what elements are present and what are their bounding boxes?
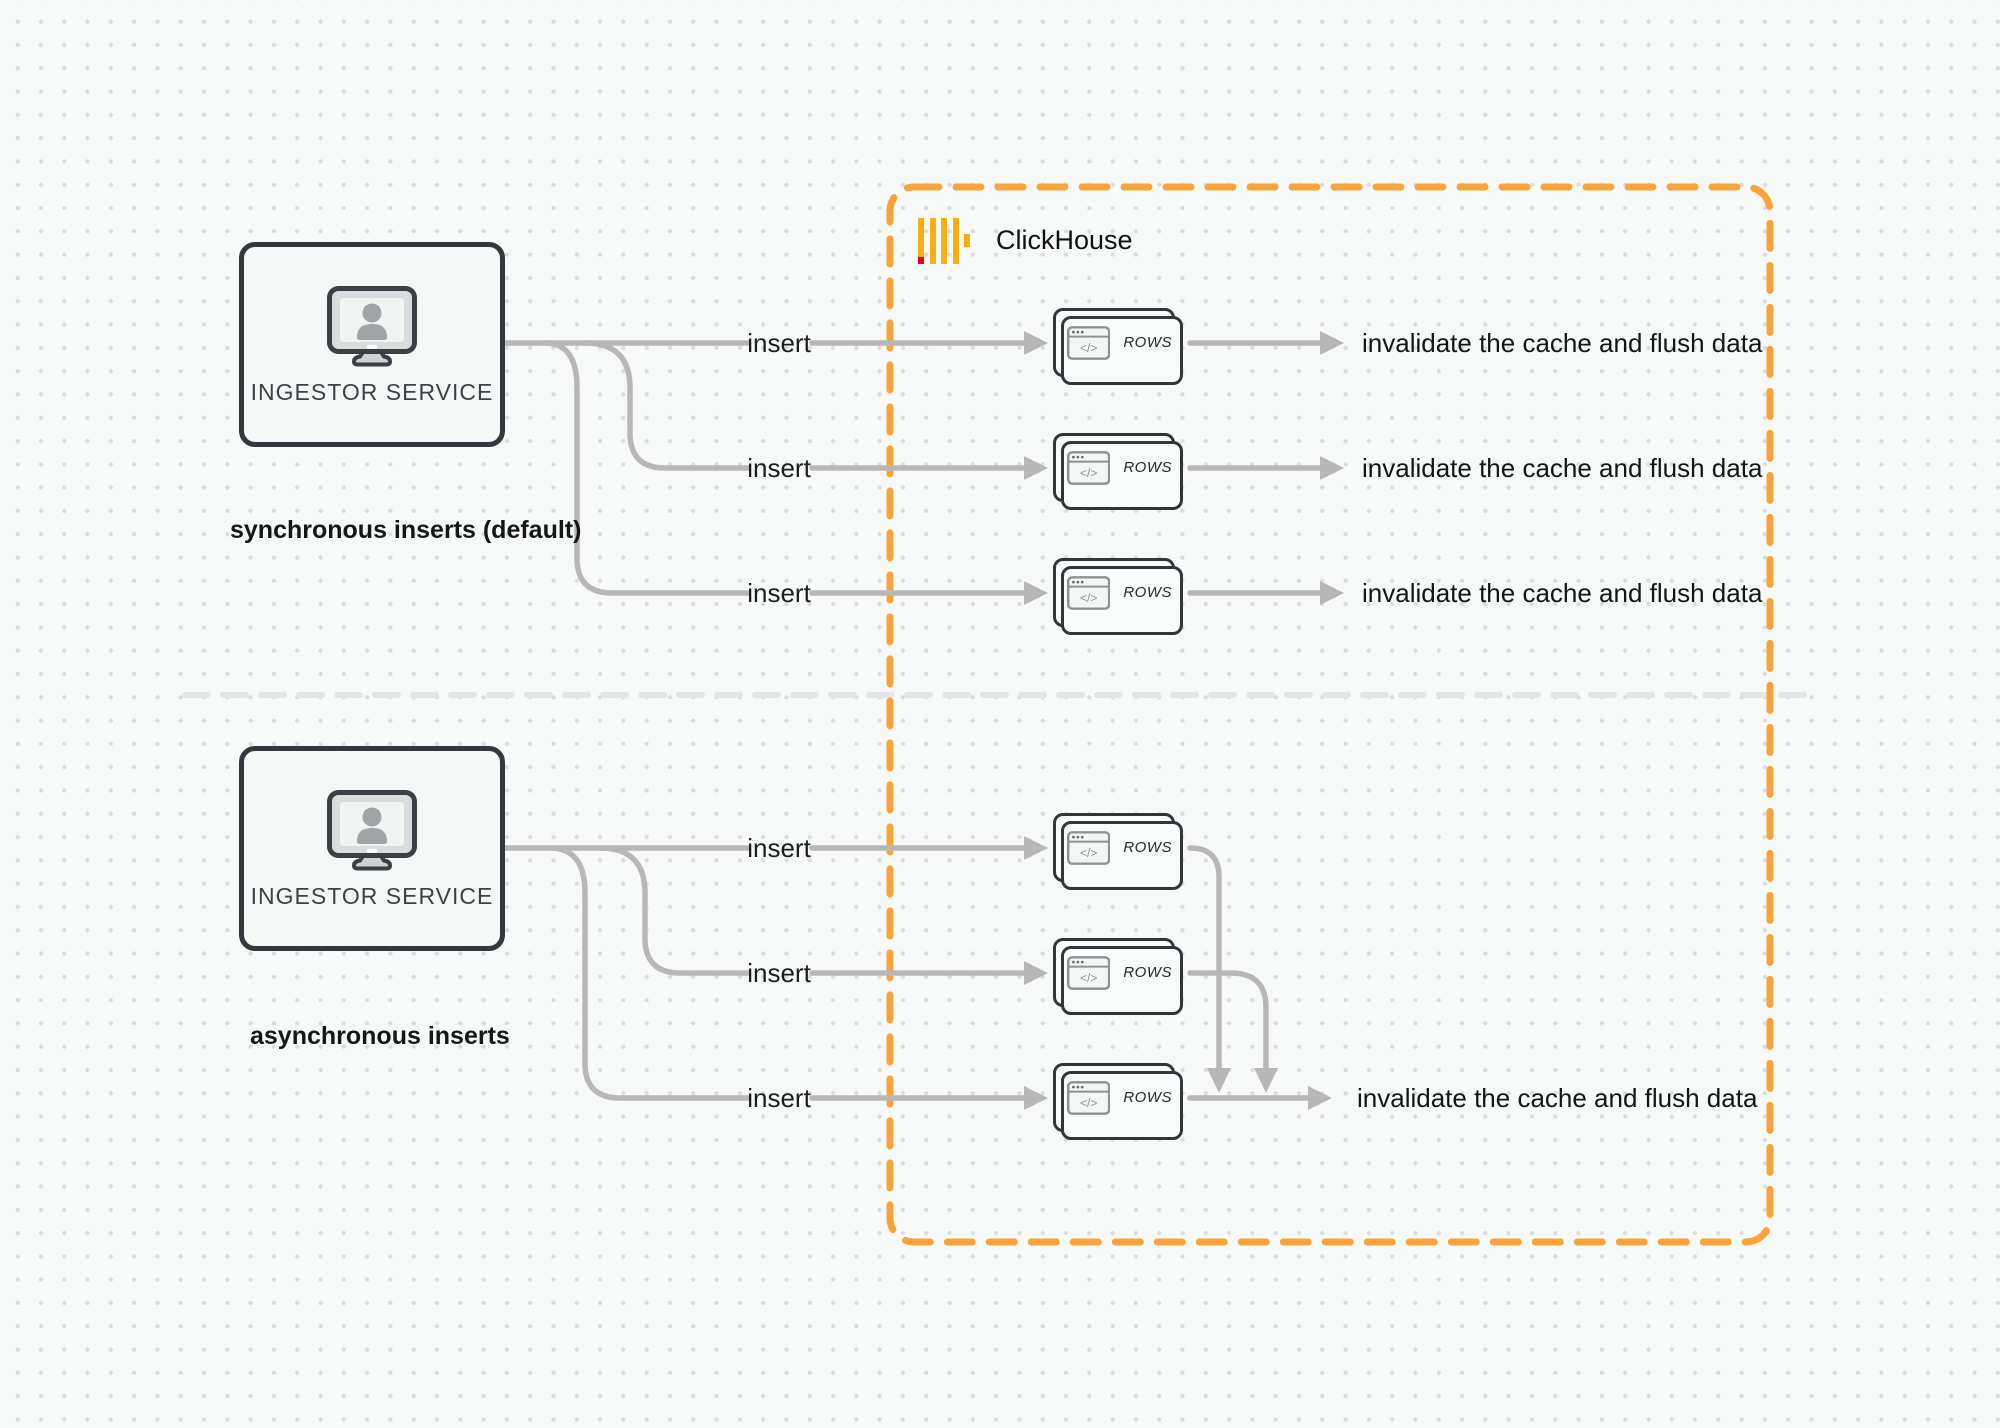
logo-bar bbox=[952, 217, 959, 264]
ingestor-service-box-async: INGESTOR SERVICE bbox=[239, 746, 505, 951]
arrowhead bbox=[1320, 456, 1344, 480]
arrowhead bbox=[1024, 961, 1048, 985]
service-box-label: INGESTOR SERVICE bbox=[250, 379, 494, 405]
arrowhead bbox=[1024, 1086, 1048, 1110]
result-label-sync-2: invalidate the cache and flush data bbox=[1362, 452, 1763, 483]
sync-section-caption: synchronous inserts (default) bbox=[230, 516, 582, 544]
logo-bar-short bbox=[964, 234, 970, 247]
rows-card-label: ROWS bbox=[1123, 459, 1172, 476]
code-window-icon: </> bbox=[1067, 1080, 1111, 1115]
result-label-async: invalidate the cache and flush data bbox=[1357, 1082, 1758, 1113]
code-window-icon: </> bbox=[1067, 955, 1111, 990]
rows-table-card-sync-2: </> ROWS bbox=[1053, 433, 1183, 510]
insert-label-async-1: insert bbox=[747, 833, 811, 863]
code-window-icon: </> bbox=[1067, 830, 1111, 865]
code-window-icon: </> bbox=[1067, 325, 1111, 360]
clickhouse-logo: ClickHouse bbox=[918, 217, 1133, 264]
rows-table-card-sync-3: </> ROWS bbox=[1053, 558, 1183, 635]
code-glyph: </> bbox=[1080, 970, 1097, 984]
code-window-icon: </> bbox=[1067, 575, 1111, 610]
async-line-row3 bbox=[547, 845, 751, 1101]
workstation-monitor-icon bbox=[327, 790, 417, 871]
rows-card-label: ROWS bbox=[1123, 1089, 1172, 1106]
insert-label-async-2: insert bbox=[747, 958, 811, 988]
rows-card-label: ROWS bbox=[1123, 584, 1172, 601]
code-glyph: </> bbox=[1080, 1095, 1097, 1109]
insert-label-async-3: insert bbox=[747, 1083, 811, 1113]
ingestor-service-box-sync: INGESTOR SERVICE bbox=[239, 242, 505, 447]
async-merge-line-row1 bbox=[1187, 845, 1222, 1071]
code-glyph: </> bbox=[1080, 845, 1097, 859]
arrowhead bbox=[1024, 331, 1048, 355]
clickhouse-logo-bars-icon bbox=[918, 217, 970, 264]
arrowhead bbox=[1024, 836, 1048, 860]
sync-line-row2 bbox=[582, 340, 751, 471]
async-merge-line-row2 bbox=[1187, 970, 1269, 1071]
rows-card-label: ROWS bbox=[1123, 839, 1172, 856]
clickhouse-logo-text: ClickHouse bbox=[996, 225, 1133, 255]
rows-table-card-async-2: </> ROWS bbox=[1053, 938, 1183, 1015]
insert-label-sync-1: insert bbox=[747, 328, 811, 358]
arrowhead bbox=[1320, 331, 1344, 355]
arrowhead bbox=[1024, 456, 1048, 480]
code-window-icon: </> bbox=[1067, 450, 1111, 485]
service-box-label: INGESTOR SERVICE bbox=[250, 883, 494, 909]
code-glyph: </> bbox=[1080, 340, 1097, 354]
arrowhead-down bbox=[1207, 1068, 1231, 1093]
workstation-monitor-icon bbox=[327, 286, 417, 367]
logo-bar bbox=[929, 217, 936, 264]
rows-table-card-async-3: </> ROWS bbox=[1053, 1063, 1183, 1140]
async-line-row2 bbox=[597, 845, 751, 976]
rows-card-label: ROWS bbox=[1123, 964, 1172, 981]
logo-red-tip bbox=[918, 256, 924, 264]
rows-table-card-async-1: </> ROWS bbox=[1053, 813, 1183, 890]
insert-label-sync-2: insert bbox=[747, 453, 811, 483]
gray-connectors bbox=[502, 340, 1323, 1101]
arrow-heads bbox=[1024, 331, 1344, 1110]
code-glyph: </> bbox=[1080, 465, 1097, 479]
arrowhead bbox=[1024, 581, 1048, 605]
async-section-caption: asynchronous inserts bbox=[250, 1022, 510, 1050]
sync-line-row3 bbox=[542, 340, 751, 596]
rows-card-label: ROWS bbox=[1123, 334, 1172, 351]
logo-bar bbox=[918, 217, 924, 264]
arrowhead bbox=[1320, 581, 1344, 605]
rows-table-card-sync-1: </> ROWS bbox=[1053, 308, 1183, 385]
arrowhead-down bbox=[1254, 1068, 1278, 1093]
logo-bar bbox=[941, 217, 947, 264]
clickhouse-boundary-dashed-box bbox=[886, 183, 1774, 1246]
result-label-sync-3: invalidate the cache and flush data bbox=[1362, 577, 1763, 608]
arrowhead bbox=[1308, 1086, 1332, 1110]
code-glyph: </> bbox=[1080, 590, 1097, 604]
insert-label-sync-3: insert bbox=[747, 578, 811, 608]
result-label-sync-1: invalidate the cache and flush data bbox=[1362, 327, 1763, 358]
